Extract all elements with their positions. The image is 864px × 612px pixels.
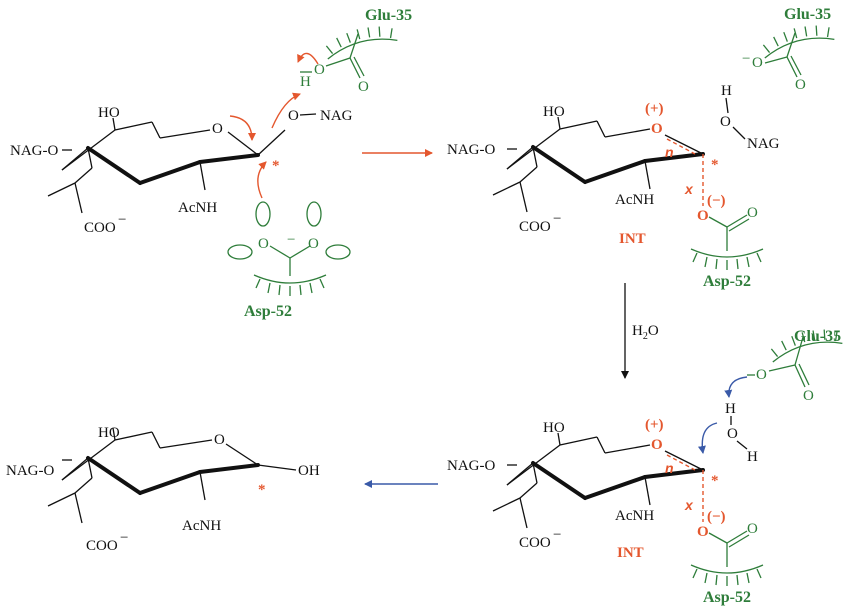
glu35-residue: Glu-35 O O H [300,7,412,95]
w-asp-minus: (−) [707,509,726,525]
panel-substrate: HO O NAG-O O NAG AcNH COO − * Glu-35 O O… [10,7,412,320]
w-glu35-label: Glu-35 [794,328,841,345]
int-carboxylate: COO [519,219,551,235]
product-carboxylate: COO [86,538,118,554]
w-asp-oxygen: O [697,524,709,540]
product-anomeric-oh: OH [298,463,320,479]
product-hydroxyl: HO [98,425,120,441]
acnh-label: AcNH [178,200,217,216]
ring-oxygen-label: O [212,121,223,137]
product-carboxylate-charge: − [120,530,128,546]
leaving-nag: NAG [747,136,780,152]
panel-water-attack: HO O (+) NAG-O AcNH COO − * n x INT H O … [447,322,844,606]
w-ring-oxygen: O [651,437,663,453]
w-glu35-carbonyl-o: O [803,388,814,404]
arrow-glu-proton [297,52,319,65]
product-nag-o: NAG-O [6,463,54,479]
int-glu35-label: Glu-35 [784,6,831,23]
asp52-label: Asp-52 [244,303,292,320]
w-int-label: INT [617,545,644,561]
arrow-glu-deprotonation [724,376,748,398]
int-carboxylate-charge: − [553,211,561,227]
arrow-asp-attack [257,161,267,199]
int-acnh: AcNH [615,192,654,208]
int-x-label: x [684,181,694,197]
w-asp-carbonyl-o: O [747,521,758,537]
int-nag-o: NAG-O [447,142,495,158]
asp52-charge: − [287,232,295,248]
int-n-label: n [665,144,674,160]
arrow-water-attack [697,422,718,454]
w-carboxylate-charge: − [553,527,561,543]
int-glu35-minus: − [742,51,750,67]
carboxylate-charge: − [118,212,126,228]
glu35-carbonyl-oxygen: O [358,79,369,95]
water-reagent: H2O [632,323,659,342]
w-acnh: AcNH [615,508,654,524]
leaving-h: H [721,83,732,99]
panel-product: HO O NAG-O OH AcNH COO − * [6,425,320,554]
int-star: * [711,157,719,173]
w-oxocarbenium-plus: (+) [645,417,664,433]
arrow-glycosidic-bond [271,92,301,129]
leaving-o: O [720,114,731,130]
product-ring-oxygen: O [214,432,225,448]
water-o: O [727,426,738,442]
w-nag-o: NAG-O [447,458,495,474]
int-asp-oxygen: O [697,208,709,224]
int-asp-minus: (−) [707,193,726,209]
asp52-oxygen-left: O [258,236,269,252]
w-x-label: x [684,497,694,513]
nag-o-label: NAG-O [10,143,58,159]
int-glu35-oxygen: O [752,55,763,71]
product-star: * [258,482,266,498]
int-asp-carbonyl-o: O [747,205,758,221]
int-glu35-carbonyl-o: O [795,77,806,93]
asp52-oxygen-right: O [308,236,319,252]
glycosidic-oxygen-label: O [288,108,299,124]
panel-intermediate: HO O (+) NAG-O AcNH COO − * n x INT H O … [447,6,836,290]
w-glu35-oxygen: O [756,367,767,383]
arrow-ring-oxygen [229,115,256,141]
w-asp52-label: Asp-52 [703,589,751,606]
glu35-acid-h: H [300,74,311,90]
leaving-nag-label: NAG [320,108,353,124]
w-n-label: n [665,460,674,476]
w-carboxylate: COO [519,535,551,551]
int-label: INT [619,231,646,247]
int-ring-oxygen: O [651,121,663,137]
int-oxocarbenium-plus: (+) [645,101,664,117]
w-star: * [711,473,719,489]
glu35-label: Glu-35 [365,7,412,24]
carboxylate-label: COO [84,220,116,236]
product-acnh: AcNH [182,518,221,534]
int-asp52-label: Asp-52 [703,273,751,290]
water-h2: H [747,449,758,465]
ring-hydroxyl-label: HO [98,105,120,121]
glu35-oxygen: O [314,62,325,78]
int-ring-hydroxyl: HO [543,104,565,120]
anomeric-star: * [272,158,280,174]
w-ring-hydroxyl: HO [543,420,565,436]
asp52-residue: O O − Asp-52 [227,201,351,320]
water-h1: H [725,401,736,417]
